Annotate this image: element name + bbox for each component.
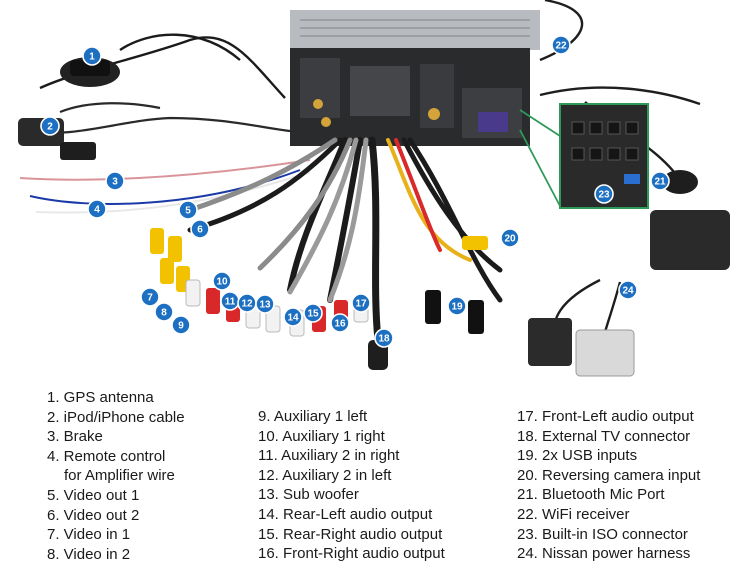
callout-21: 21 bbox=[650, 171, 670, 191]
legend-item-14: 14. Rear-Left audio output bbox=[258, 505, 433, 523]
legend-item-15: 15. Rear-Right audio output bbox=[258, 525, 443, 543]
legend-item-2: 2. iPod/iPhone cable bbox=[47, 408, 185, 426]
legend-item-5: 5. Video out 1 bbox=[47, 486, 140, 504]
svg-text:24: 24 bbox=[622, 286, 634, 297]
svg-text:21: 21 bbox=[654, 177, 666, 188]
svg-text:5: 5 bbox=[185, 206, 191, 217]
svg-text:19: 19 bbox=[451, 302, 463, 313]
svg-text:2: 2 bbox=[47, 122, 53, 133]
callout-17: 17 bbox=[351, 293, 371, 313]
callouts: 1 2 3 4 5 6 7 8 9 10 11 12 13 14 15 16 1… bbox=[40, 35, 670, 348]
ipod-cable bbox=[27, 102, 301, 134]
callout-16: 16 bbox=[330, 313, 350, 333]
callout-3: 3 bbox=[105, 171, 125, 191]
legend-item-20: 20. Reversing camera input bbox=[517, 466, 701, 484]
legend-item-4: 4. Remote control bbox=[47, 447, 166, 465]
legend-item-18: 18. External TV connector bbox=[517, 427, 691, 445]
svg-text:13: 13 bbox=[259, 300, 271, 311]
callout-9: 9 bbox=[171, 315, 191, 335]
svg-text:8: 8 bbox=[161, 308, 167, 319]
svg-text:18: 18 bbox=[378, 334, 390, 345]
legend-item-3: 3. Brake bbox=[47, 428, 103, 446]
svg-text:3: 3 bbox=[112, 177, 118, 188]
legend-item-13: 13. Sub woofer bbox=[258, 486, 359, 504]
main-harness bbox=[187, 136, 503, 344]
head-unit bbox=[290, 10, 540, 146]
callout-22: 22 bbox=[551, 35, 571, 55]
legend-item-17: 17. Front-Left audio output bbox=[517, 408, 694, 425]
legend-item-16: 16. Front-Right audio output bbox=[258, 545, 445, 563]
svg-text:22: 22 bbox=[555, 41, 567, 52]
callout-20: 20 bbox=[500, 228, 520, 248]
legend-item-22: 22. WiFi receiver bbox=[517, 505, 630, 523]
callout-24: 24 bbox=[618, 280, 638, 300]
legend-item-1: 1. GPS antenna bbox=[47, 389, 154, 406]
svg-text:15: 15 bbox=[307, 309, 319, 320]
callout-6: 6 bbox=[190, 219, 210, 239]
callout-15: 15 bbox=[303, 303, 323, 323]
svg-text:6: 6 bbox=[197, 225, 203, 236]
wiring-diagram: 1 2 3 4 5 6 7 8 9 10 11 12 13 14 15 16 1… bbox=[18, 0, 730, 377]
legend-item-12: 12. Auxiliary 2 in left bbox=[258, 466, 392, 484]
callout-14: 14 bbox=[283, 307, 303, 327]
callout-5: 5 bbox=[178, 200, 198, 220]
svg-text:10: 10 bbox=[216, 277, 228, 288]
callout-2: 2 bbox=[40, 116, 60, 136]
legend-item-23: 23. Built-in ISO connector bbox=[517, 525, 688, 543]
svg-text:9: 9 bbox=[178, 321, 184, 332]
legend-item-9: 9. Auxiliary 1 left bbox=[258, 408, 368, 425]
rca-connectors bbox=[150, 228, 488, 370]
legend-item-6: 6. Video out 2 bbox=[47, 506, 140, 524]
callout-4: 4 bbox=[87, 199, 107, 219]
callout-7: 7 bbox=[140, 287, 160, 307]
callout-13: 13 bbox=[255, 294, 275, 314]
legend-item-8: 8. Video in 2 bbox=[47, 545, 131, 563]
legend-column-3: 17. Front-Left audio output 18. External… bbox=[517, 407, 700, 564]
svg-text:16: 16 bbox=[334, 319, 346, 330]
callout-10: 10 bbox=[212, 271, 232, 291]
svg-text:23: 23 bbox=[598, 190, 610, 201]
legend-item-4-continued: for Amplifier wire bbox=[64, 467, 175, 485]
legend-column-1: 1. GPS antenna 2. iPod/iPhone cable 3. B… bbox=[47, 388, 185, 564]
legend-column-2: 9. Auxiliary 1 left 10. Auxiliary 1 righ… bbox=[258, 407, 445, 564]
svg-text:4: 4 bbox=[94, 205, 100, 216]
svg-text:14: 14 bbox=[287, 313, 299, 324]
brake-wire bbox=[19, 159, 311, 214]
callout-23: 23 bbox=[594, 184, 614, 204]
callout-18: 18 bbox=[374, 328, 394, 348]
legend-item-24: 24. Nissan power harness bbox=[517, 545, 691, 563]
legend-item-10: 10. Auxiliary 1 right bbox=[258, 427, 385, 445]
legend-item-11: 11. Auxiliary 2 in right bbox=[258, 447, 400, 465]
svg-text:11: 11 bbox=[225, 297, 236, 308]
callout-1: 1 bbox=[82, 46, 102, 66]
svg-text:1: 1 bbox=[89, 52, 95, 63]
svg-text:7: 7 bbox=[147, 293, 153, 304]
svg-text:20: 20 bbox=[504, 234, 516, 245]
callout-11: 11 bbox=[220, 291, 240, 311]
legend-item-21: 21. Bluetooth Mic Port bbox=[517, 486, 665, 504]
svg-text:12: 12 bbox=[241, 299, 253, 310]
svg-text:17: 17 bbox=[355, 299, 367, 310]
iso-connector-inset bbox=[519, 103, 649, 209]
legend-item-19: 19. 2x USB inputs bbox=[517, 447, 638, 465]
callout-19: 19 bbox=[447, 296, 467, 316]
legend-item-7: 7. Video in 1 bbox=[47, 526, 131, 544]
callout-8: 8 bbox=[154, 302, 174, 322]
callout-12: 12 bbox=[237, 293, 257, 313]
